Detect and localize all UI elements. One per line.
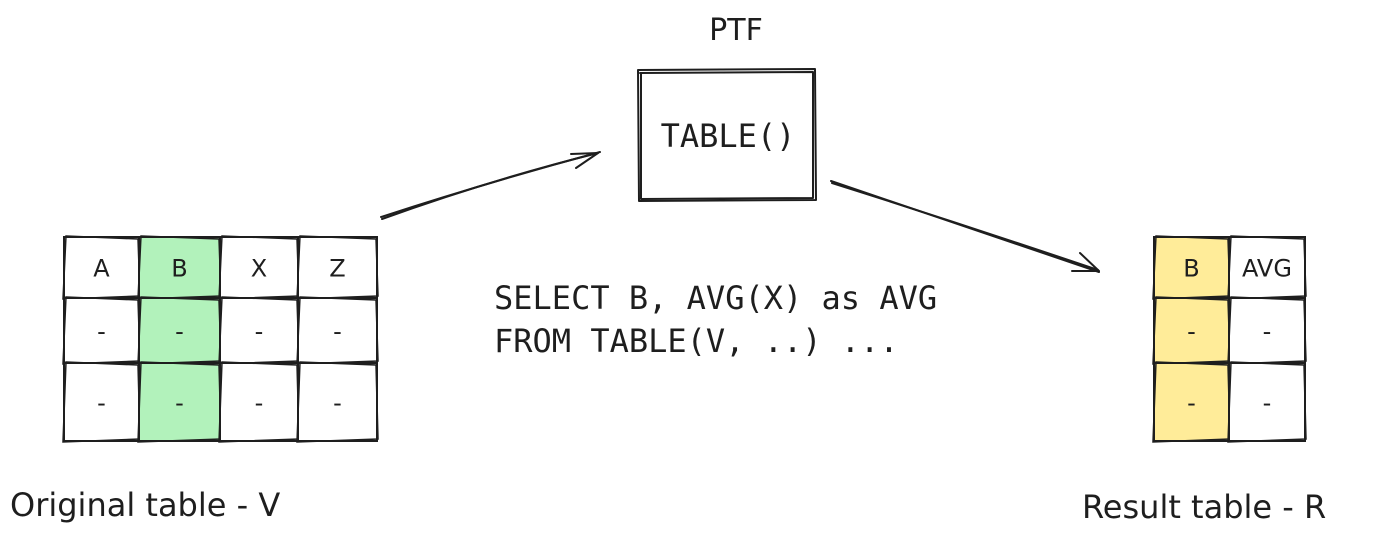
query-line-1: SELECT B, AVG(X) as AVG xyxy=(494,279,937,317)
original-table-cell-value: - xyxy=(333,389,342,417)
original-table-cell-outline xyxy=(296,296,379,365)
original-table-cell-value: - xyxy=(255,318,264,346)
original-table: A B X Z - - - - - - - - xyxy=(62,235,379,443)
original-table-header-label: X xyxy=(251,255,267,283)
result-table-cell-outline xyxy=(1227,361,1307,443)
original-table-header-label: B xyxy=(171,255,187,283)
original-table-cell-value: - xyxy=(333,318,342,346)
arrow-ptf-to-result xyxy=(830,180,1100,273)
result-table-cell xyxy=(1228,297,1306,364)
original-table-cell-value: - xyxy=(175,318,184,346)
original-table-caption: Original table - V xyxy=(10,486,280,524)
original-table-cell-outline xyxy=(296,361,379,443)
original-table-cell-value: - xyxy=(255,389,264,417)
original-table-header-label: A xyxy=(93,255,110,283)
original-table-cell-value: - xyxy=(175,389,184,417)
result-table-header-label: AVG xyxy=(1242,255,1292,283)
result-table-cell-outline xyxy=(1227,235,1307,300)
ptf-box xyxy=(637,68,817,202)
result-table-header-label: B xyxy=(1183,255,1199,283)
result-table-cell-value: - xyxy=(1187,318,1196,346)
original-table-cell xyxy=(138,362,221,442)
ptf-function-label: TABLE() xyxy=(661,117,796,155)
original-table-cell xyxy=(63,362,140,442)
original-table-cell xyxy=(63,297,140,364)
original-table-cell-outline xyxy=(296,235,379,300)
result-table-caption: Result table - R xyxy=(1082,488,1326,526)
result-table-header-cell xyxy=(1228,236,1306,299)
result-table-cell-value: - xyxy=(1263,318,1272,346)
ptf-title: PTF xyxy=(709,13,763,48)
arrow-original-to-ptf xyxy=(380,151,601,220)
result-table-cell-outline xyxy=(1227,296,1307,365)
result-table: B AVG - - - - xyxy=(1152,235,1307,443)
result-table-cell xyxy=(1153,297,1230,364)
original-table-cell-value: - xyxy=(97,389,106,417)
original-table-cell-value: - xyxy=(97,318,106,346)
result-table-cell-value: - xyxy=(1263,389,1272,417)
query-line-2: FROM TABLE(V, ..) ... xyxy=(494,322,899,360)
original-table-header-label: Z xyxy=(329,255,345,283)
result-table-cell-value: - xyxy=(1187,389,1196,417)
